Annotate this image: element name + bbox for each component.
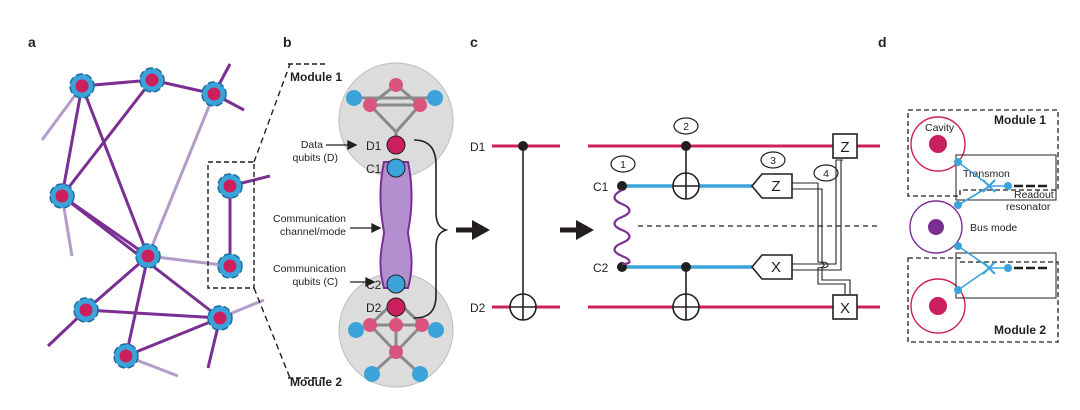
network-node: [217, 173, 243, 199]
c-c2-label: C2: [593, 261, 609, 275]
readout-label-2: resonator: [1006, 201, 1051, 213]
measure-z-box: [750, 173, 793, 199]
panel-a-network: [40, 63, 291, 379]
transmon-box-1: [955, 154, 1057, 201]
comm-qubits-label-1: Communication: [273, 263, 346, 275]
network-node: [49, 183, 75, 209]
transmon-box-2: [955, 252, 1057, 299]
module-2-box: [907, 257, 1059, 343]
module-2-label: Module 2: [290, 375, 342, 389]
network-node: [73, 297, 99, 323]
panel-label-a: a: [28, 34, 36, 50]
comm-channel-label-2: channel/mode: [280, 226, 346, 238]
curly-brace: [413, 139, 449, 319]
transition-arrow-1: [456, 220, 490, 240]
measure-x-label: X: [771, 259, 781, 276]
network-node: [69, 73, 95, 99]
measure-z-label: Z: [771, 178, 780, 195]
module-1-label: Module 1: [290, 70, 342, 84]
d-module-2-label: Module 2: [994, 323, 1046, 337]
panel-d-hardware: Module 1 Module 2 Cavity Bus mode Transm…: [907, 109, 1059, 343]
highlight-box: [207, 161, 255, 289]
panel-label-c: c: [470, 34, 478, 50]
qubit-c2: [386, 274, 406, 294]
network-node: [135, 243, 161, 269]
data-qubits-label-1: Data: [301, 139, 323, 151]
network-node: [139, 67, 165, 93]
c-c1-label: C1: [593, 180, 609, 194]
network-nodes: [49, 67, 243, 369]
step-2: 2: [683, 121, 689, 133]
measure-x-box: [750, 254, 793, 280]
qubit-c1: [386, 158, 406, 178]
panel-label-b: b: [283, 34, 292, 50]
d2-label: D2: [366, 301, 382, 315]
transmon-label: Transmon: [963, 168, 1010, 180]
d1-label: D1: [366, 139, 382, 153]
step-1: 1: [620, 159, 626, 171]
panel-c-circuit: D1 D2: [470, 140, 560, 321]
c1-label: C1: [366, 162, 382, 176]
z-gate-label: Z: [840, 139, 849, 156]
panel-b-modules: Module 1 Module 2: [273, 62, 454, 389]
comm-channel-label-1: Communication: [273, 213, 346, 225]
classical-wires: [792, 159, 851, 294]
entanglement-wave: [613, 189, 631, 266]
qubit-d2: [386, 297, 406, 317]
x-gate-label: X: [840, 300, 850, 317]
zoom-line-bottom: [253, 287, 291, 379]
network-node: [217, 253, 243, 279]
readout-label-1: Readout: [1014, 189, 1054, 201]
transition-arrow-2: [560, 220, 594, 240]
bus-mode-label: Bus mode: [970, 222, 1017, 234]
x-gate: [832, 294, 858, 320]
communication-channel: [379, 161, 413, 289]
c-d1-label: D1: [470, 140, 486, 154]
network-node: [113, 343, 139, 369]
qubit-d1: [386, 135, 406, 155]
network-node: [207, 305, 233, 331]
panel-label-d: d: [878, 34, 887, 50]
network-node: [201, 81, 227, 107]
module-1-box: [907, 109, 1059, 197]
control-dot: [518, 141, 528, 151]
zoom-line-top: [253, 63, 291, 163]
panel-c-protocol: C1 C2 1 2 3 Z X 4: [588, 117, 880, 321]
step-3: 3: [770, 155, 776, 167]
comm-qubits-label-2: qubits (C): [292, 276, 338, 288]
cavity-label: Cavity: [925, 122, 955, 134]
d-module-1-label: Module 1: [994, 113, 1046, 127]
data-qubits-label-2: qubits (D): [292, 152, 338, 164]
strong-links: [46, 63, 271, 369]
step-4: 4: [823, 168, 829, 180]
c-d2-label: D2: [470, 301, 486, 315]
z-gate: [832, 133, 858, 159]
